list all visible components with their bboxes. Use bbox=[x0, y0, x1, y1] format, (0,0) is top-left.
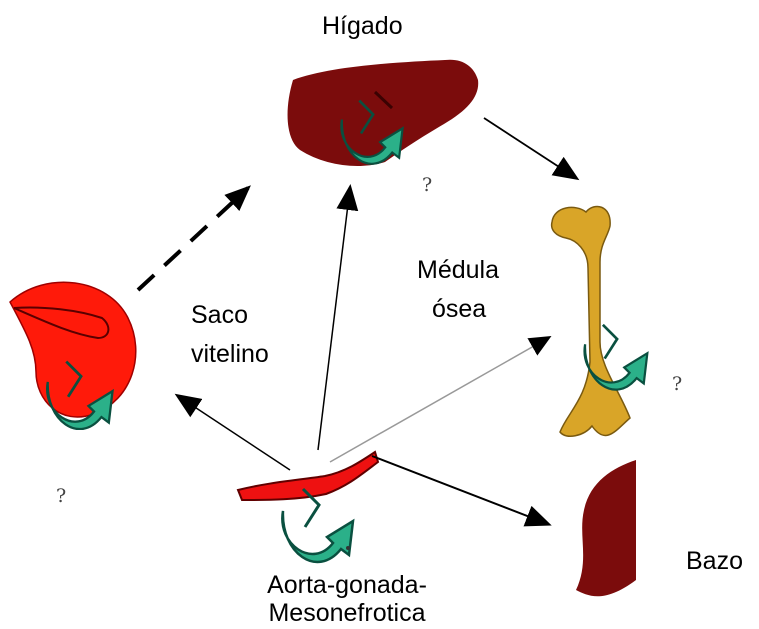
liver-label: Hígado bbox=[322, 11, 403, 41]
yolk-sac-label-line2: vitelino bbox=[191, 339, 269, 369]
yolk-sac-label-line1: Saco bbox=[191, 300, 248, 330]
spleen-organ-icon bbox=[576, 460, 636, 596]
arrow-agm-to-bone-marrow bbox=[330, 338, 548, 462]
arrow-yolk-sac-to-liver bbox=[138, 188, 248, 290]
agm-label-line2: Mesonefrotica bbox=[232, 598, 462, 628]
bone-question-mark: ? bbox=[672, 374, 682, 394]
arrow-liver-to-bone-marrow bbox=[484, 118, 576, 178]
bone-icon bbox=[552, 206, 648, 436]
agm-cycle-arrow-icon bbox=[282, 489, 353, 562]
bone-marrow-label-line2: ósea bbox=[432, 294, 486, 324]
yolk-sac-icon bbox=[10, 282, 136, 429]
bone-marrow-label-line1: Médula bbox=[417, 255, 499, 285]
liver-question-mark: ? bbox=[422, 175, 432, 195]
agm-label-line1: Aorta-gonada- bbox=[232, 570, 462, 600]
arrow-agm-to-yolk-sac bbox=[178, 396, 290, 470]
arrow-agm-to-liver bbox=[318, 188, 350, 450]
aorta-icon bbox=[238, 452, 378, 562]
liver-organ-icon bbox=[288, 60, 479, 166]
spleen-label: Bazo bbox=[686, 546, 743, 576]
yolk-sac-question-mark: ? bbox=[56, 486, 66, 506]
arrow-agm-to-spleen bbox=[372, 456, 548, 524]
